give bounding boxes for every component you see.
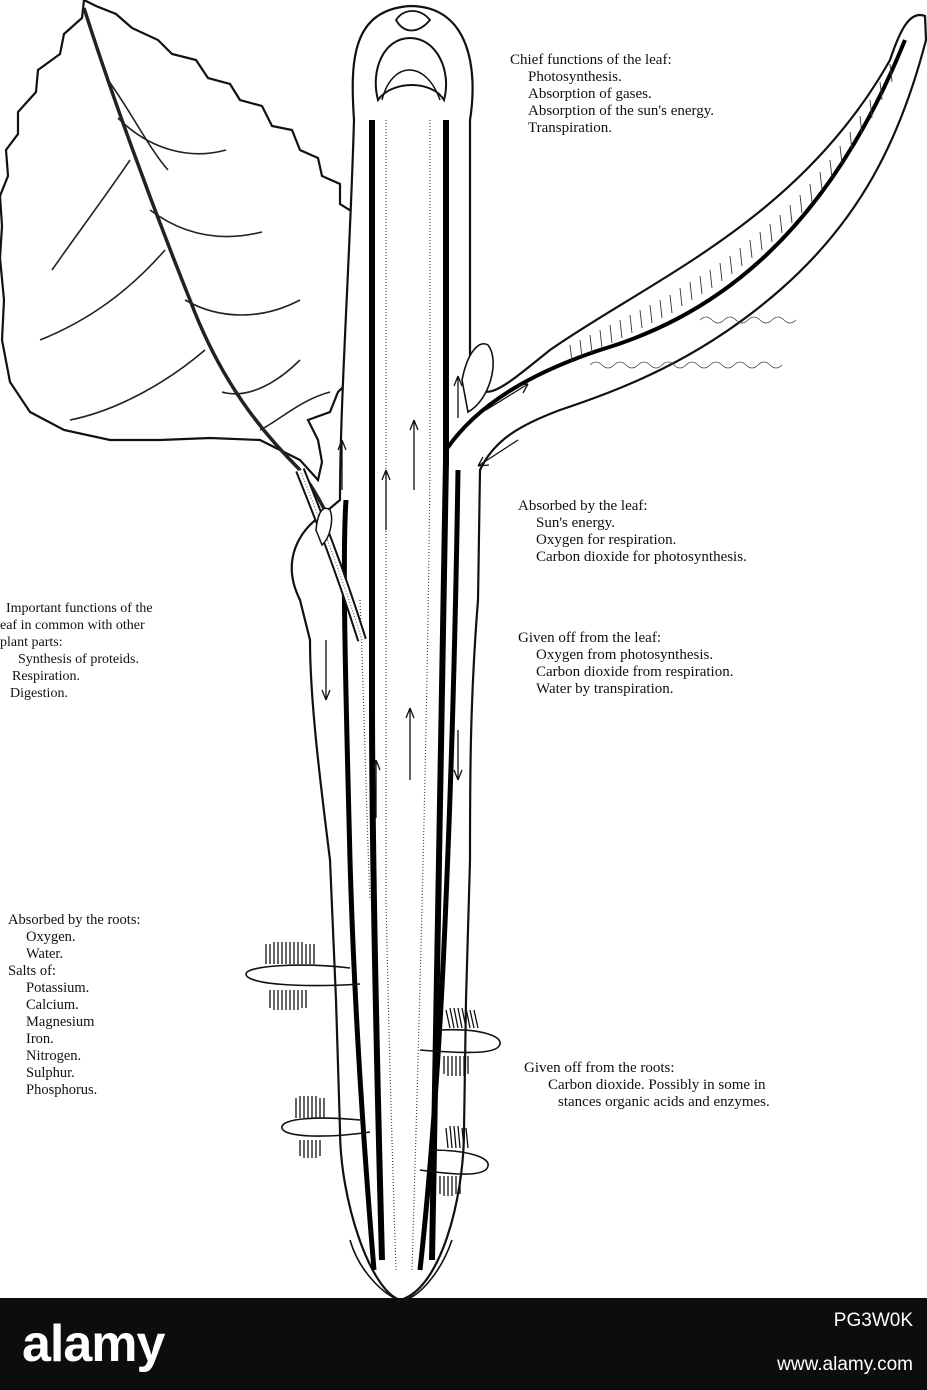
absorbed-by-leaf-item: Sun's energy. [536,515,615,531]
arrow-up [453,375,463,418]
root-hair-loop [281,1117,371,1137]
given-off-roots-label: Given off from the roots: Carbon dioxide… [524,1060,770,1111]
given-off-leaf-item: Carbon dioxide from respiration. [536,664,734,680]
arrow-up [337,439,347,490]
salt-item: Iron. [26,1031,54,1047]
arrow-up [371,759,381,818]
spongy-cells [589,361,783,369]
common-functions-line: Important functions of the [6,601,153,616]
stock-footer-bar: alamy PG3W0K www.alamy.com [0,1298,927,1390]
root-hair-bristles [439,1176,461,1196]
leaf-trace [444,39,907,452]
salts-title: Salts of: [8,963,56,979]
arrow-up [405,707,415,780]
root-hair-bristles [445,1125,469,1149]
palisade-hatch [569,63,893,363]
common-function-item: Synthesis of proteids. [18,652,139,667]
leaf-blade [0,0,374,483]
root-cap [349,1239,453,1298]
common-functions-label: Important functions of the eaf in common… [0,600,153,702]
leaf-function-item: Absorption of gases. [528,86,652,102]
leaf-functions-title: Chief functions of the leaf: [510,52,672,68]
leaf-function-item: Transpiration. [528,120,613,136]
root-hair-bristles [295,1096,325,1118]
image-id: PG3W0K [833,1310,913,1331]
root-hair-bristles [269,990,307,1010]
root-hair-bristles [299,1140,321,1158]
absorbed-by-leaf-label: Absorbed by the leaf: Sun's energy. Oxyg… [518,498,747,566]
leaf-vein [259,391,331,431]
common-functions-line: eaf in common with other [0,618,145,633]
absorbed-by-roots-title: Absorbed by the roots: [8,912,141,928]
salt-item: Nitrogen. [26,1048,82,1064]
given-off-leaf-item: Water by transpiration. [536,681,674,697]
common-functions-line: plant parts: [0,635,63,650]
arrow-down [453,730,463,781]
stipule-left [315,507,333,547]
stem-outline [290,4,927,1298]
given-off-roots-line: stances organic acids and enzymes. [558,1094,770,1110]
plant-diagram [0,0,927,1298]
arrow-up [381,469,391,530]
root-hair-bristles [443,1056,469,1076]
leaf-function-item: Photosynthesis. [528,69,622,85]
common-function-item: Digestion. [10,686,68,701]
vascular-bundle [417,469,461,1271]
salt-item: Calcium. [26,997,79,1013]
leaf-vein [107,79,169,171]
given-off-roots-title: Given off from the roots: [524,1060,675,1076]
arrow-up [409,419,419,490]
brand-logo: alamy [22,1315,165,1373]
absorbed-by-leaf-item: Carbon dioxide for photosynthesis. [536,549,747,565]
common-function-item: Respiration. [12,669,81,684]
stipule [461,343,494,414]
salt-item: Sulphur. [26,1065,75,1081]
terminal-bud-inner [381,69,441,101]
salt-item: Phosphorus. [26,1082,98,1098]
leaf-vein [184,299,301,316]
terminal-bud [374,36,448,103]
diagram-plate: Chief functions of the leaf: Photosynthe… [0,0,927,1298]
salt-item: Potassium. [26,980,90,996]
root-hair-bristles [445,1007,479,1029]
petiole-fill [297,468,365,641]
absorbed-by-leaf-title: Absorbed by the leaf: [518,498,648,514]
root-hair-loop [419,1149,489,1175]
arrow-leaf-in [485,383,529,411]
root-hair-loop [245,964,361,987]
arrow-down [321,640,331,701]
leaf-vein [149,209,263,238]
spongy-cells [699,316,797,324]
arrow-leaf-out [477,439,519,467]
leaf-vein [69,349,206,421]
given-off-leaf-title: Given off from the leaf: [518,630,662,646]
root-hair-bristles [265,942,315,964]
terminal-bud-cap [394,10,432,32]
leaf-vein [51,159,131,271]
absorbed-by-roots-item: Oxygen. [26,929,76,945]
absorbed-by-roots-label: Absorbed by the roots: Oxygen. Water. Sa… [8,912,141,1099]
leaf-vein [39,249,166,341]
given-off-leaf-item: Oxygen from photosynthesis. [536,647,714,663]
phloem-strand [359,599,371,901]
given-off-roots-line: Carbon dioxide. Possibly in some in [548,1077,766,1093]
leaf-functions-label: Chief functions of the leaf: Photosynthe… [510,52,714,137]
given-off-leaf-label: Given off from the leaf: Oxygen from pho… [518,630,733,698]
leaf-function-item: Absorption of the sun's energy. [528,103,715,119]
leaf-vein [221,359,301,395]
leaf-vein [117,117,227,155]
root-hair-loop [419,1028,501,1054]
absorbed-by-leaf-item: Oxygen for respiration. [536,532,677,548]
vascular-bundle [429,120,449,1261]
vascular-bundle [369,120,385,1261]
salt-item: Magnesium [26,1014,95,1030]
absorbed-by-roots-item: Water. [26,946,64,962]
footer-url: www.alamy.com [777,1354,913,1375]
